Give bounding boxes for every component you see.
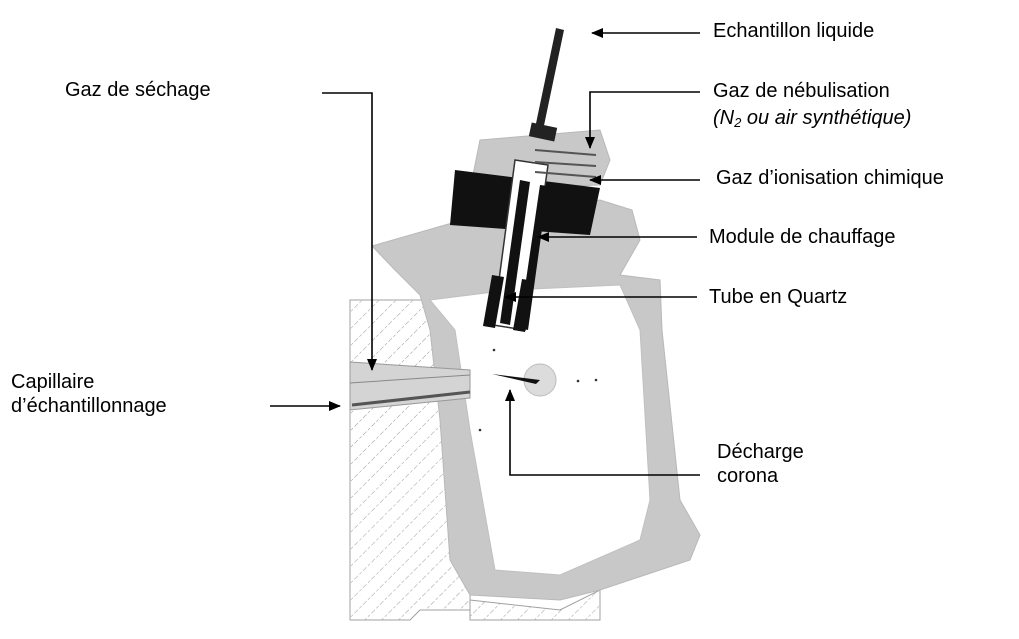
- leader-decharge: [505, 389, 700, 476]
- label-gaz-nebulisation: Gaz de nébulisation: [713, 80, 890, 102]
- leader-sechage: [322, 92, 377, 371]
- heating-module: [483, 159, 549, 332]
- housing-frame: [371, 199, 701, 601]
- label-gaz-ionisation: Gaz d’ionisation chimique: [716, 167, 944, 189]
- sampling-capillary: [349, 361, 471, 411]
- nebulisation-detail-index: 2: [734, 115, 742, 130]
- label-nebulisation-gas-detail: (N2 ou air synthétique): [713, 106, 911, 135]
- label-capillaire-line1: Capillaire: [11, 371, 95, 393]
- label-capillaire: Capillaire d’échantillonnage: [11, 370, 167, 418]
- nebulisation-detail-post: ou air synthétique): [741, 107, 912, 129]
- quartz-tube-left: [483, 275, 504, 328]
- label-capillaire-line2: d’échantillonnage: [11, 395, 167, 417]
- label-module-chauffage: Module de chauffage: [709, 226, 896, 248]
- nebulisation-detail-pre: (N: [713, 107, 735, 129]
- liquid-sample-needle: [528, 28, 564, 142]
- gas-inlets: [534, 149, 597, 178]
- leader-lines: [270, 28, 700, 476]
- label-tube-quartz: Tube en Quartz: [709, 286, 848, 308]
- quartz-tube-right: [513, 279, 534, 332]
- label-decharge-corona: Décharge corona: [717, 440, 804, 488]
- label-echantillon-liquide: Echantillon liquide: [713, 20, 875, 42]
- label-decharge-line1: Décharge: [717, 441, 804, 463]
- corona-needle: [478, 348, 598, 432]
- label-decharge-line2: corona: [717, 465, 779, 487]
- leader-nebulisation: [585, 91, 700, 149]
- label-gaz-sechage: Gaz de séchage: [65, 79, 211, 101]
